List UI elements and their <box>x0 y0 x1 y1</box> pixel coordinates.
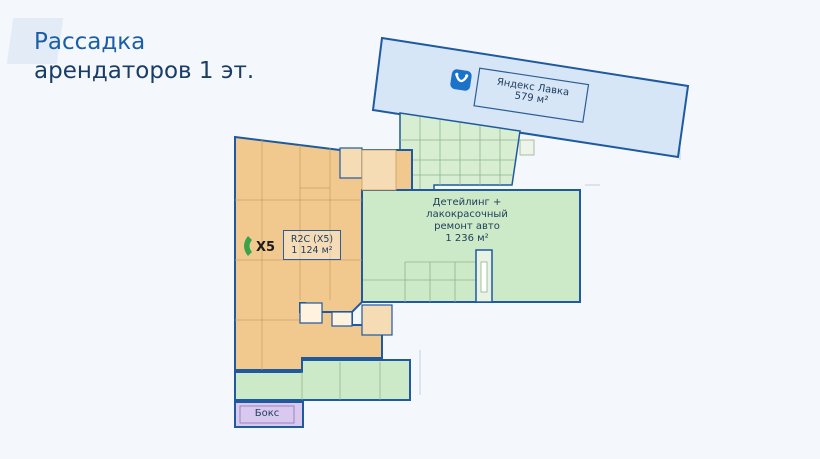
box-label: Бокс <box>254 408 280 419</box>
x5-leaf-logo-icon <box>244 236 252 256</box>
x5-label: R2C (X5) 1 124 м² <box>283 230 341 260</box>
zone-green-lower[interactable] <box>234 359 411 401</box>
page-title: Рассадка арендаторов 1 эт. <box>34 28 254 86</box>
detailing-line-2: лакокрасочный <box>426 209 508 220</box>
zone-x5[interactable] <box>234 135 413 371</box>
title-line-2: арендаторов 1 эт. <box>34 58 255 84</box>
title-line-1: Рассадка <box>34 29 146 55</box>
detailing-line-1: Детейлинг + <box>432 197 502 208</box>
x5-name: R2C (X5) <box>290 234 334 245</box>
x5-logo-text: X5 <box>256 240 276 255</box>
zone-green-upper[interactable] <box>399 112 535 196</box>
detailing-line-3: ремонт авто <box>434 221 500 232</box>
yandex-label-box <box>473 67 590 123</box>
x5-area: 1 124 м² <box>291 245 333 256</box>
zone-yandex-lavka[interactable] <box>371 36 690 159</box>
detailing-label: Детейлинг + лакокрасочный ремонт авто 1 … <box>412 197 522 245</box>
yandex-lavka-logo-icon <box>450 69 472 91</box>
detailing-area: 1 236 м² <box>445 233 489 244</box>
